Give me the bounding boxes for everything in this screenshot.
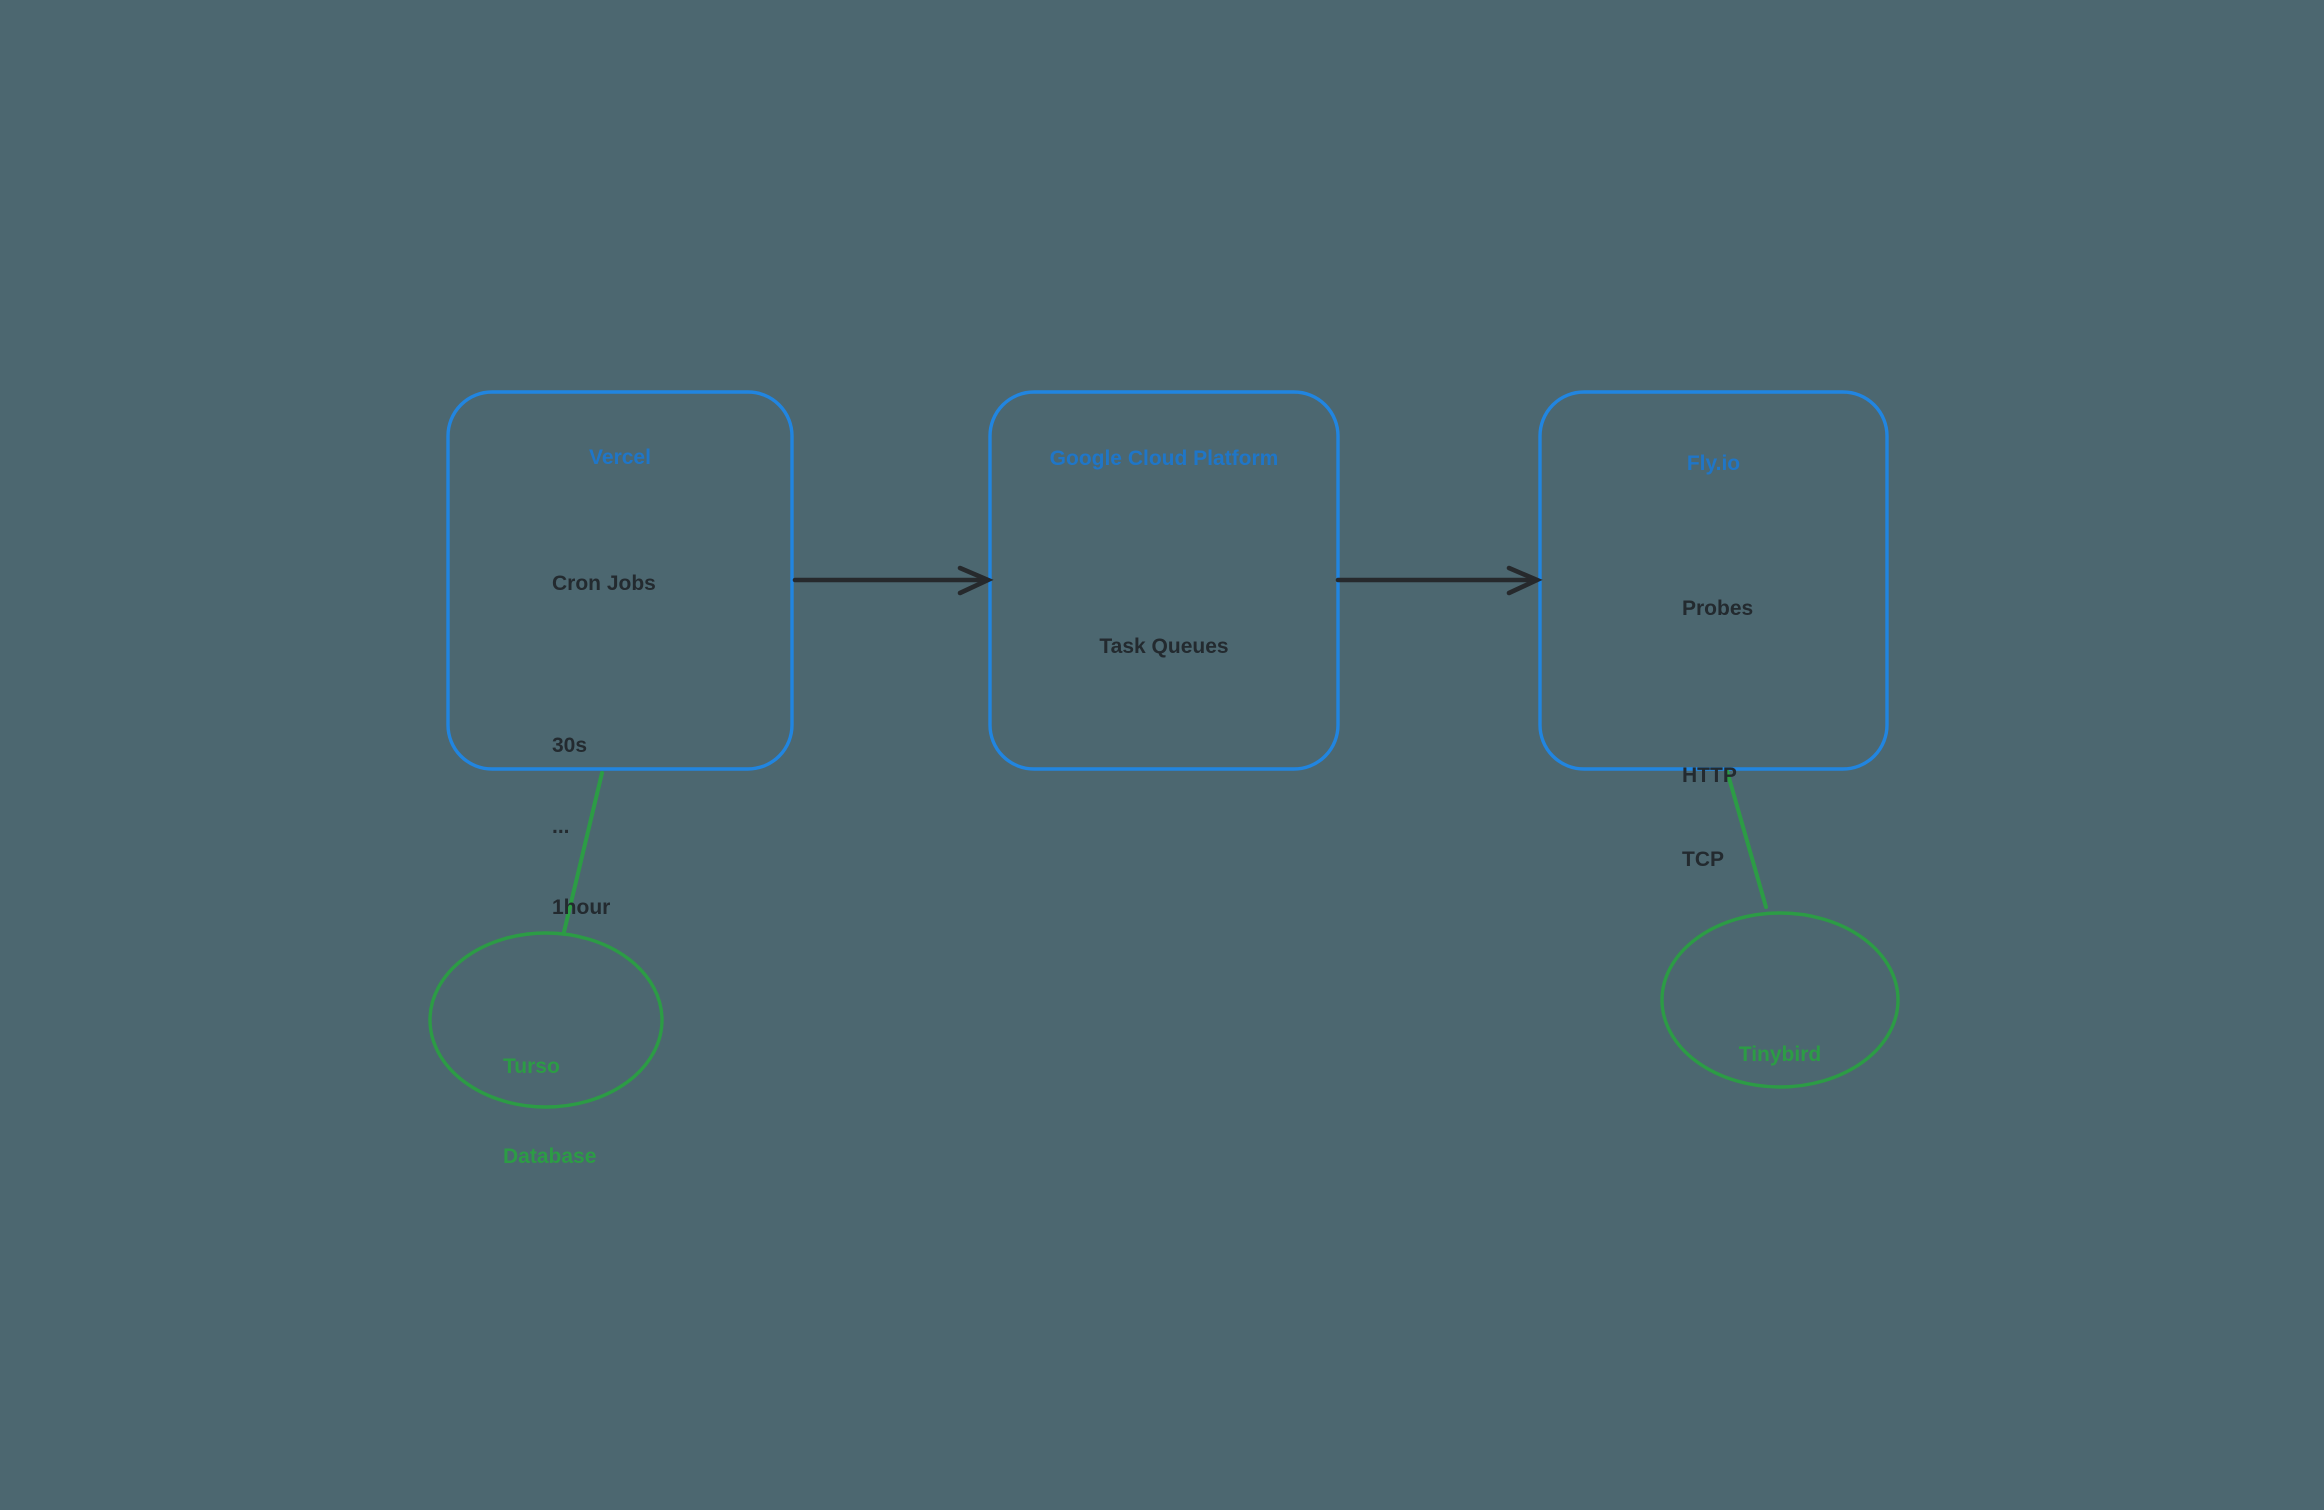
text-line bbox=[1682, 679, 1753, 706]
gcp-box-body: Task Queues bbox=[990, 582, 1338, 713]
vercel-box-body: Cron Jobs 30s ... 1hour bbox=[552, 516, 656, 975]
connector-flyio-to-tinybird[interactable] bbox=[1725, 769, 1768, 909]
tinybird-ellipse-label: Tinybird bbox=[1662, 990, 1898, 1121]
gcp-box-title: Google Cloud Platform bbox=[1049, 447, 1279, 470]
tinybird-ellipse[interactable] bbox=[1660, 911, 1900, 1089]
text-line: ... bbox=[552, 815, 570, 839]
arrow-gcp-to-flyio[interactable] bbox=[1335, 565, 1543, 596]
connector-vercel-to-turso[interactable] bbox=[562, 771, 604, 934]
text-line: Database bbox=[503, 1145, 597, 1168]
text-line: 1hour bbox=[552, 896, 611, 920]
text-line: TCP bbox=[1682, 848, 1724, 872]
text-line: Turso bbox=[503, 1055, 560, 1078]
text-line: 30s bbox=[552, 734, 588, 758]
vercel-box[interactable] bbox=[446, 390, 794, 771]
text-line: HTTP bbox=[1682, 764, 1737, 788]
text-line: Task Queues bbox=[1099, 635, 1229, 658]
flyio-box-body: Probes HTTP TCP bbox=[1682, 539, 1753, 930]
turso-ellipse-label: Turso Database bbox=[503, 992, 596, 1232]
text-line: Probes bbox=[1682, 597, 1754, 620]
arrow-vercel-to-gcp[interactable] bbox=[792, 565, 994, 596]
text-line: Cron Jobs bbox=[552, 572, 656, 595]
text-line bbox=[552, 651, 656, 678]
flyio-box-title: Fly.io bbox=[1686, 452, 1741, 475]
text-line: Tinybird bbox=[1738, 1043, 1822, 1066]
turso-ellipse[interactable] bbox=[428, 931, 664, 1109]
vercel-box-title: Vercel bbox=[589, 446, 651, 469]
